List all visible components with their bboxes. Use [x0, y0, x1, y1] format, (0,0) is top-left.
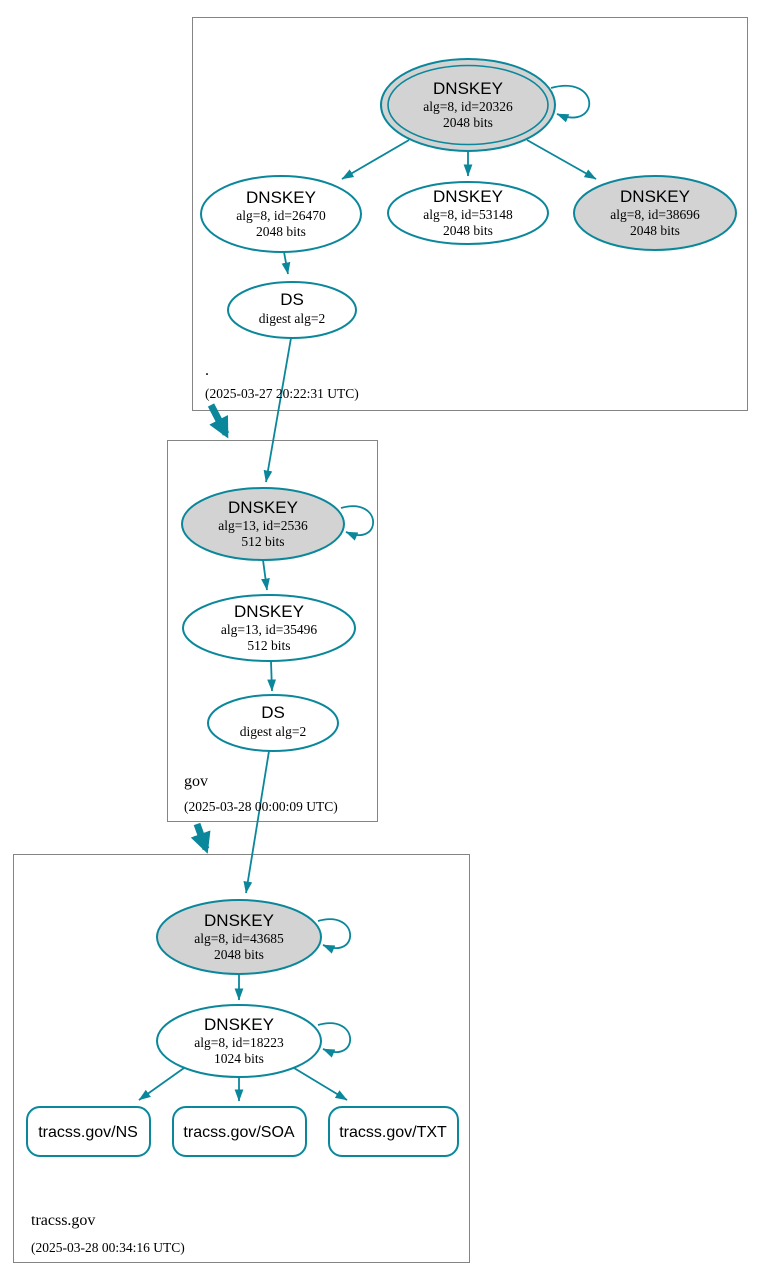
dnskey-35496-title: DNSKEY	[234, 602, 304, 621]
dnskey-35496-ellipse[interactable]	[182, 594, 356, 662]
edge-20326-to-38696	[526, 139, 597, 180]
edge-18223-to-txt	[293, 1067, 348, 1101]
dnskey-2536-size: 512 bits	[241, 534, 284, 549]
ds-gov-title: DS	[261, 703, 285, 722]
ds-root-title: DS	[280, 290, 304, 309]
dnskey-2536-detail: alg=13, id=2536	[218, 518, 308, 533]
edge-20326-to-26470	[341, 139, 410, 180]
dnskey-53148-detail: alg=8, id=53148	[423, 207, 513, 222]
rrset-ns-label: tracss.gov/NS	[38, 1124, 138, 1141]
edge-root-ds-to-gov-ksk	[263, 337, 292, 483]
rrset-ns-box[interactable]	[26, 1106, 151, 1157]
rrset-soa-label: tracss.gov/SOA	[183, 1124, 294, 1141]
edge-2536-to-35496	[261, 559, 270, 591]
tracss-zone-timestamp: (2025-03-28 00:34:16 UTC)	[31, 1240, 185, 1255]
edge-43685-self-loop	[317, 918, 352, 954]
tracss-zone-box	[13, 854, 470, 1263]
dnskey-18223-title: DNSKEY	[204, 1015, 274, 1034]
dnskey-53148-size: 2048 bits	[443, 223, 493, 238]
dnskey-26470-ellipse[interactable]	[200, 175, 362, 253]
dnskey-38696-ellipse[interactable]	[573, 175, 737, 251]
dnskey-20326-size: 2048 bits	[443, 115, 493, 130]
ds-root-detail: digest alg=2	[259, 311, 325, 326]
gov-zone-timestamp: (2025-03-28 00:00:09 UTC)	[184, 799, 338, 814]
edge-35496-to-ds	[267, 660, 277, 692]
ds-root-ellipse[interactable]	[227, 281, 357, 339]
edge-18223-to-ns	[138, 1067, 185, 1101]
rrset-txt-box[interactable]	[328, 1106, 459, 1157]
dnskey-18223-size: 1024 bits	[214, 1051, 264, 1066]
dnskey-26470-detail: alg=8, id=26470	[236, 208, 326, 223]
rrset-txt-label: tracss.gov/TXT	[339, 1124, 447, 1141]
dnskey-38696-size: 2048 bits	[630, 223, 680, 238]
dnskey-26470-title: DNSKEY	[246, 188, 316, 207]
ds-gov-detail: digest alg=2	[240, 724, 306, 739]
edge-2536-self-loop	[340, 505, 375, 541]
root-zone-label: .	[205, 362, 209, 379]
dnskey-35496-detail: alg=13, id=35496	[221, 622, 317, 637]
dnskey-38696-detail: alg=8, id=38696	[610, 207, 700, 222]
dnskey-38696-title: DNSKEY	[620, 187, 690, 206]
dnskey-18223-detail: alg=8, id=18223	[194, 1035, 284, 1050]
dnskey-53148-title: DNSKEY	[433, 187, 503, 206]
edge-gov-ds-to-tracss-ksk	[243, 750, 270, 894]
edge-18223-self-loop	[317, 1022, 352, 1058]
dnskey-20326-inner-ellipse	[387, 64, 549, 146]
dnskey-2536-title: DNSKEY	[228, 498, 298, 517]
ds-gov-ellipse[interactable]	[207, 694, 339, 752]
tracss-zone-label: tracss.gov	[31, 1212, 95, 1229]
edge-20326-self-loop	[550, 85, 591, 123]
rrset-soa-box[interactable]	[172, 1106, 307, 1157]
dnskey-43685-detail: alg=8, id=43685	[194, 931, 284, 946]
delegation-arrow-gov-to-tracss	[190, 822, 211, 854]
dnskey-20326-detail: alg=8, id=20326	[423, 99, 513, 114]
root-zone-box	[192, 17, 748, 411]
dnskey-43685-size: 2048 bits	[214, 947, 264, 962]
root-zone-timestamp: (2025-03-27 20:22:31 UTC)	[205, 386, 359, 401]
dnskey-26470-size: 2048 bits	[256, 224, 306, 239]
edge-26470-to-ds	[281, 251, 291, 275]
delegation-arrow-root-to-gov	[207, 403, 230, 439]
dnskey-35496-size: 512 bits	[247, 638, 290, 653]
dnskey-53148-ellipse[interactable]	[387, 181, 549, 245]
gov-zone-label: gov	[184, 773, 208, 790]
dnskey-43685-title: DNSKEY	[204, 911, 274, 930]
dnskey-20326-title: DNSKEY	[433, 79, 503, 98]
